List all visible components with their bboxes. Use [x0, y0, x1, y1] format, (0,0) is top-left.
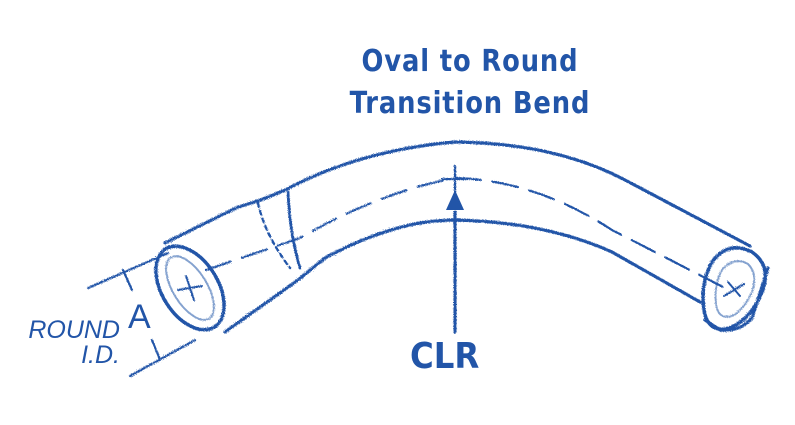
round-id-line-2: I.D. [81, 341, 120, 369]
title-line-2: Transition Bend [349, 86, 591, 121]
clr-label: CLR [410, 336, 480, 377]
round-end-cap [154, 244, 226, 332]
dimension-lines [86, 251, 197, 378]
transition-collar [256, 201, 292, 270]
round-id-line-1: ROUND [28, 316, 120, 344]
dimension-a-label: A [128, 298, 151, 336]
title-line-1: Oval to Round [361, 44, 579, 79]
clr-arrowhead [446, 190, 464, 210]
round-id-label: ROUND I.D. [16, 318, 120, 368]
clr-center-mark [440, 164, 470, 194]
tube-outline [163, 140, 770, 334]
oval-end-cap [701, 246, 768, 331]
